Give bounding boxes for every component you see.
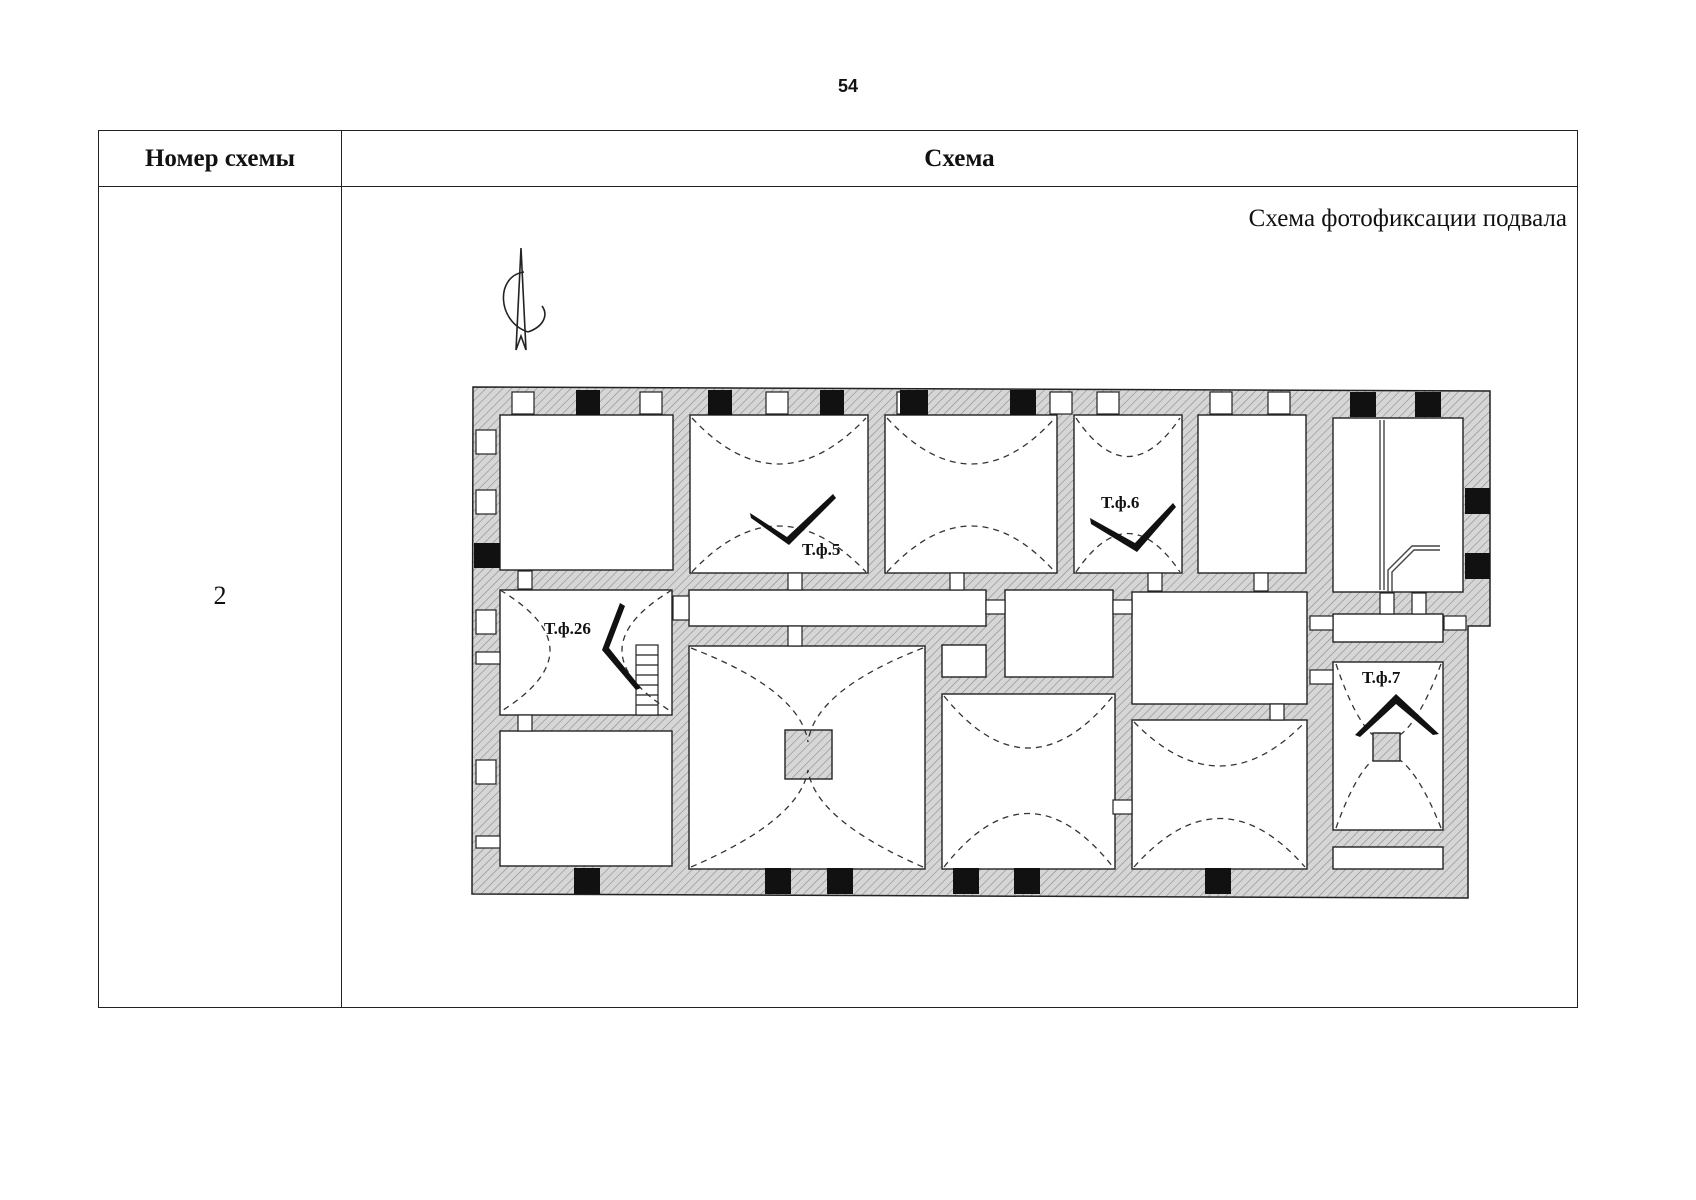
page-number: 54 bbox=[837, 76, 859, 96]
photo-point-7-icon bbox=[1355, 694, 1439, 737]
scheme-table: Номер схемы Схема 2 Схема фотофиксации п… bbox=[98, 130, 1578, 1008]
corridor bbox=[688, 589, 987, 627]
photo-point-26-icon bbox=[602, 603, 641, 690]
stair bbox=[635, 644, 659, 716]
scheme-caption: Схема фотофиксации подвала bbox=[1248, 205, 1567, 232]
room-3 bbox=[884, 414, 1058, 574]
room-8 bbox=[1131, 591, 1308, 705]
photo-point-label: Т.ф.5 bbox=[802, 540, 840, 559]
rooms bbox=[499, 414, 1464, 870]
photo-point-label: Т.ф.6 bbox=[1101, 493, 1139, 512]
black-piers bbox=[474, 390, 1490, 894]
photo-point-6-icon bbox=[1090, 503, 1176, 552]
room-11 bbox=[941, 693, 1116, 870]
window-openings bbox=[475, 391, 1291, 785]
photo-point-label: Т.ф.7 bbox=[1362, 668, 1401, 687]
room-2 bbox=[689, 414, 869, 574]
doorways bbox=[475, 570, 1467, 849]
room-1 bbox=[499, 414, 674, 571]
header-scheme-number: Номер схемы bbox=[144, 144, 296, 172]
room-4 bbox=[1073, 414, 1183, 574]
photo-point-markers bbox=[602, 494, 1439, 737]
photo-point-label: Т.ф.26 bbox=[544, 619, 591, 638]
column-divider bbox=[341, 131, 342, 1007]
room-6 bbox=[1332, 417, 1464, 593]
room-7 bbox=[1004, 589, 1114, 678]
header-row-divider bbox=[99, 186, 1577, 187]
compass-north-arrow-icon bbox=[502, 247, 546, 351]
room-9 bbox=[499, 730, 673, 867]
room-5 bbox=[1197, 414, 1307, 574]
room-6-partitions bbox=[1379, 420, 1440, 592]
photo-point-5-icon bbox=[750, 494, 836, 545]
column-2 bbox=[1372, 732, 1401, 762]
room-12 bbox=[1131, 719, 1308, 870]
vault-arcs bbox=[499, 417, 1442, 868]
room-14 bbox=[1332, 846, 1444, 870]
niche bbox=[941, 644, 987, 678]
scheme-number-cell: 2 bbox=[213, 581, 227, 610]
passage bbox=[1332, 613, 1444, 643]
header-scheme: Схема bbox=[924, 144, 995, 172]
